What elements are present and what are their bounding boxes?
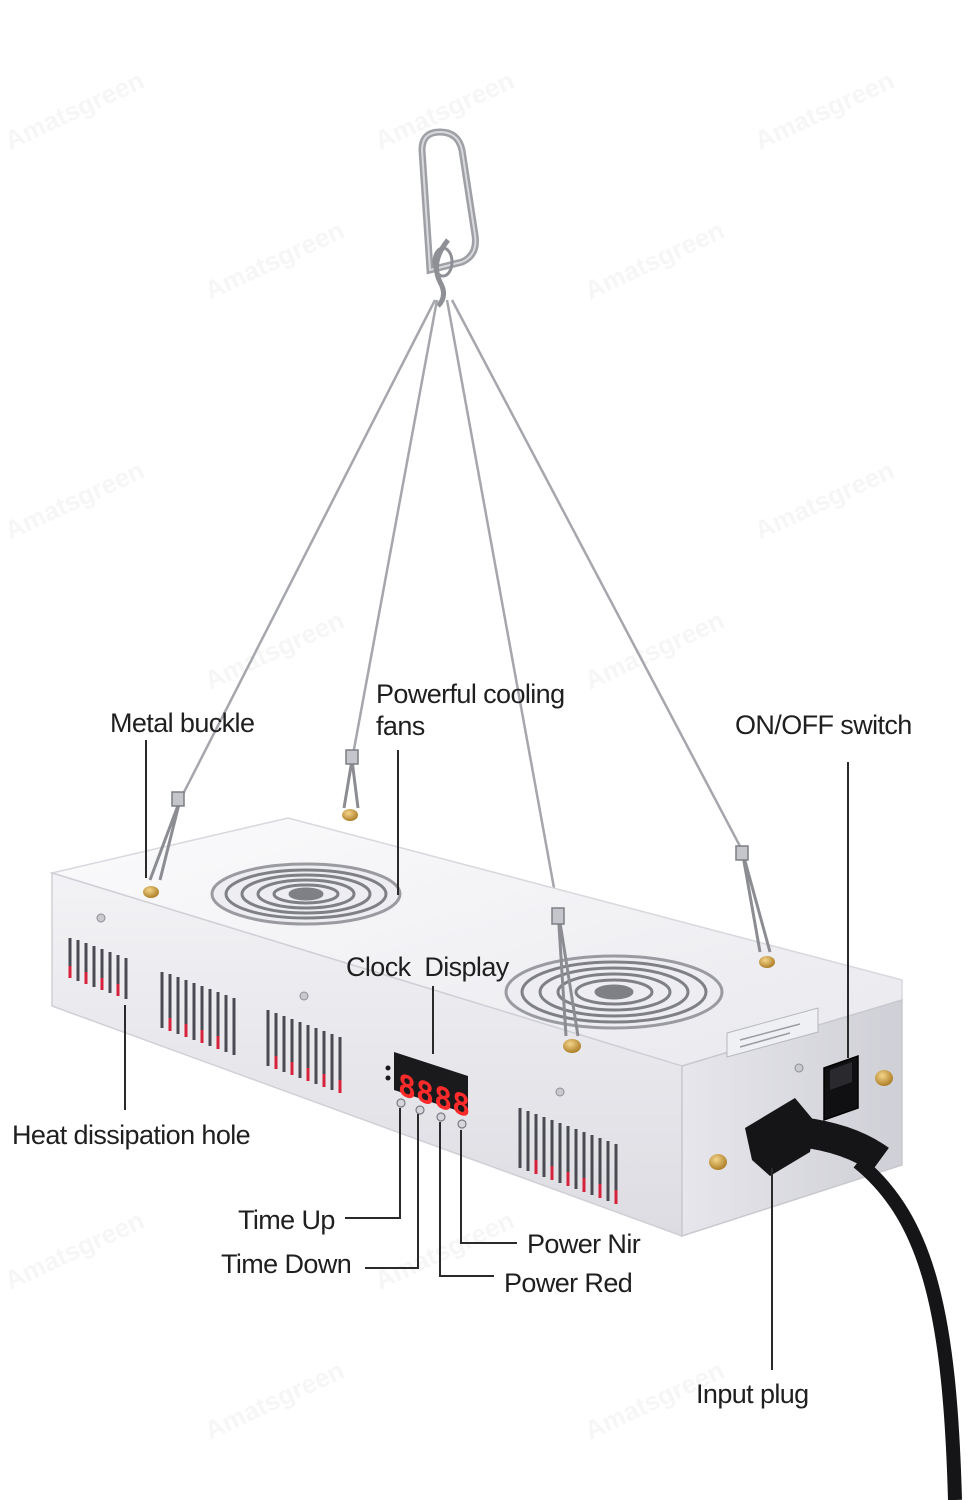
watermark-text: Amatsgreen <box>370 65 519 156</box>
watermark-text: Amatsgreen <box>0 1205 149 1296</box>
label-heat-dissipation-hole: Heat dissipation hole <box>12 1120 251 1150</box>
power-switch[interactable] <box>823 1054 859 1122</box>
watermark-text: Amatsgreen <box>200 605 349 696</box>
watermark-text: Amatsgreen <box>0 65 149 156</box>
time-down-button[interactable] <box>415 1105 425 1115</box>
leader-lines <box>124 740 849 1370</box>
wire-clip-icon <box>148 749 772 1037</box>
product-label-sticker <box>726 1007 819 1058</box>
label-clock-display: Clock Display <box>346 952 509 982</box>
watermark-text: Amatsgreen <box>580 215 729 306</box>
label-on-off-switch: ON/OFF switch <box>735 710 912 740</box>
carabiner-icon <box>418 128 479 308</box>
cooling-fan-icon <box>210 862 402 926</box>
power-red-button[interactable] <box>436 1112 446 1122</box>
mount-nut-icon <box>875 1070 893 1086</box>
watermark-text: Amatsgreen <box>0 455 149 546</box>
label-time-down: Time Down <box>221 1249 352 1279</box>
power-nir-button[interactable] <box>457 1119 467 1129</box>
watermark-text: Amatsgreen <box>200 1355 349 1446</box>
watermark-text: Amatsgreen <box>750 455 899 546</box>
label-power-nir: Power Nir <box>527 1229 641 1259</box>
time-up-button[interactable] <box>396 1098 406 1108</box>
screw-icon <box>96 913 804 1097</box>
label-cooling-fans: Powerful cooling fans <box>376 679 565 741</box>
watermark-text: Amatsgreen <box>200 215 349 306</box>
cooling-fan-icon <box>504 954 724 1030</box>
label-input-plug: Input plug <box>696 1379 809 1409</box>
suspension-wires <box>178 299 744 911</box>
mount-nut-icon <box>709 1154 727 1170</box>
heat-dissipation-vents <box>68 938 618 1204</box>
power-cable <box>853 1156 962 1500</box>
control-buttons <box>396 1098 467 1129</box>
input-plug <box>745 1098 962 1500</box>
label-metal-buckle: Metal buckle <box>110 708 255 738</box>
watermark-text: Amatsgreen <box>750 65 899 156</box>
metal-buckle-icon <box>143 809 775 1053</box>
label-power-red: Power Red <box>504 1268 633 1298</box>
label-time-up: Time Up <box>238 1205 335 1235</box>
